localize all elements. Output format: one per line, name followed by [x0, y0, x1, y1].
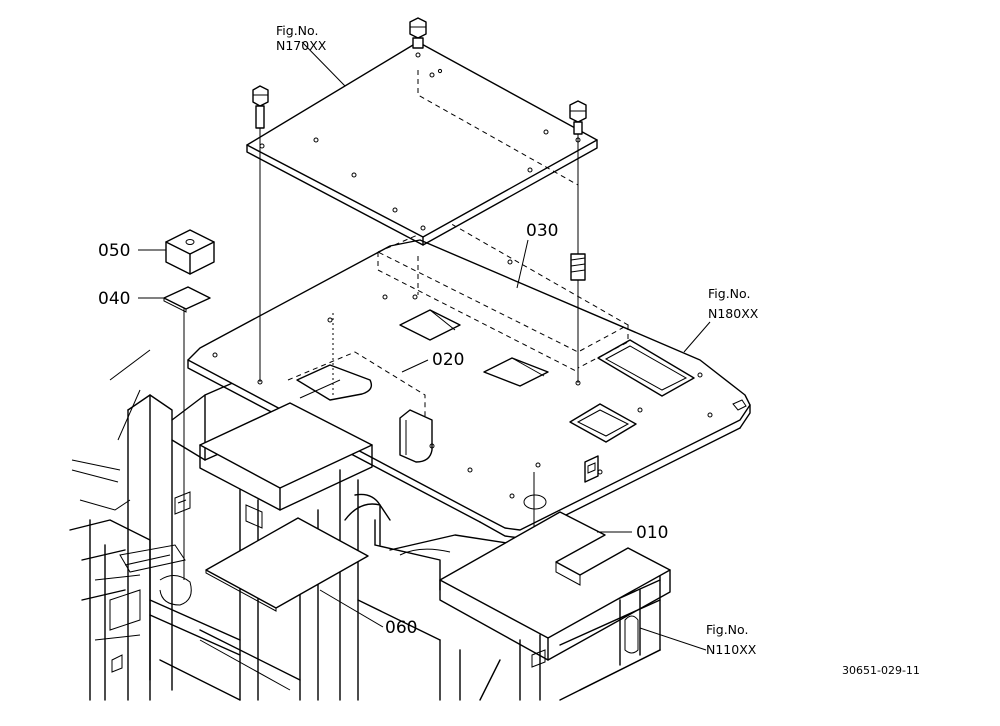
bolt-right: [569, 100, 587, 135]
part-label-060: 060: [385, 618, 417, 638]
part-020-pad: [199, 351, 426, 511]
part-labels: 050 040 020 030 010 060: [98, 221, 668, 638]
top-cover-plate: [246, 41, 598, 246]
spring-spacer: [570, 253, 586, 281]
bolt-left: [252, 85, 269, 129]
fig-ref-number-n110: N110XX: [706, 642, 757, 657]
part-050-block: [165, 229, 215, 275]
fig-ref-heading-n170: Fig.No.: [276, 23, 318, 38]
part-040-pad: [163, 286, 211, 313]
part-label-030: 030: [526, 221, 558, 241]
fig-ref-heading-n110: Fig.No.: [706, 622, 748, 637]
part-010-pad: [439, 511, 671, 661]
part-label-050: 050: [98, 241, 130, 261]
chassis-frame: [69, 344, 661, 701]
bolt-top: [409, 17, 427, 49]
part-label-040: 040: [98, 289, 130, 309]
fig-ref-heading-n180: Fig.No.: [708, 286, 750, 301]
fig-ref-number-n170: N170XX: [276, 38, 327, 53]
part-060-sheet: [205, 517, 369, 612]
figure-references: Fig.No. N170XX Fig.No. N180XX Fig.No. N1…: [276, 23, 759, 657]
floor-plate: [187, 239, 751, 539]
leader-lines: [138, 41, 711, 651]
fig-ref-number-n180: N180XX: [708, 306, 759, 321]
part-label-010: 010: [636, 523, 668, 543]
drawing-code: 30651-029-11: [842, 664, 920, 677]
part-label-020: 020: [432, 350, 464, 370]
